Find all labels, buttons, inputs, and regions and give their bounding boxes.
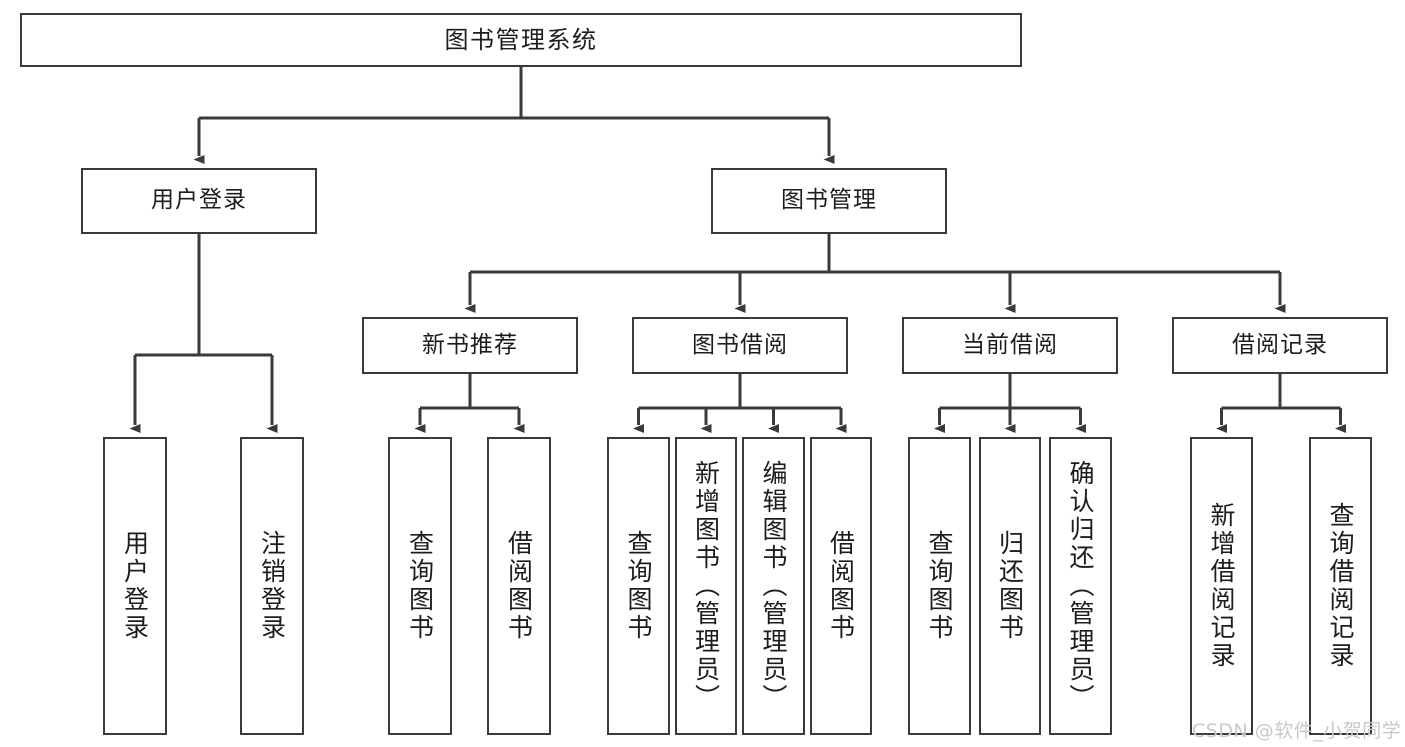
- node-leaf-8[interactable]: 查询图书: [908, 437, 971, 735]
- node-leaf-8-label: 查询图书: [925, 530, 954, 642]
- node-leaf-5-label: 新增图书（管理员）: [691, 460, 721, 712]
- node-leaf-3-label: 借阅图书: [504, 530, 534, 642]
- node-leaf-3[interactable]: 借阅图书: [487, 437, 551, 735]
- node-leaf-7[interactable]: 借阅图书: [810, 437, 872, 735]
- node-leaf-4[interactable]: 查询图书: [607, 437, 670, 735]
- node-level1-0-label: 用户登录: [151, 187, 247, 214]
- node-level2-2[interactable]: 当前借阅: [902, 317, 1118, 374]
- node-level2-1[interactable]: 图书借阅: [632, 317, 848, 374]
- node-leaf-5[interactable]: 新增图书（管理员）: [675, 437, 737, 735]
- node-leaf-9[interactable]: 归还图书: [979, 437, 1041, 735]
- node-leaf-10-label: 确认归还（管理员）: [1066, 460, 1095, 712]
- node-leaf-0-label: 用户登录: [120, 530, 150, 642]
- node-level1-1[interactable]: 图书管理: [711, 168, 947, 234]
- node-leaf-12[interactable]: 查询借阅记录: [1309, 437, 1372, 735]
- node-level1-0[interactable]: 用户登录: [81, 168, 317, 234]
- node-leaf-7-label: 借阅图书: [826, 530, 856, 642]
- node-leaf-1[interactable]: 注销登录: [240, 437, 304, 735]
- node-leaf-1-label: 注销登录: [257, 530, 287, 642]
- node-leaf-2[interactable]: 查询图书: [388, 437, 452, 735]
- node-leaf-9-label: 归还图书: [995, 530, 1025, 642]
- csdn-watermark: CSDN @软件_小贺同学: [1192, 720, 1402, 742]
- node-leaf-2-label: 查询图书: [405, 530, 435, 642]
- node-leaf-12-label: 查询借阅记录: [1326, 502, 1355, 670]
- node-level1-1-label: 图书管理: [781, 187, 877, 214]
- node-level2-3[interactable]: 借阅记录: [1172, 317, 1388, 374]
- node-level2-3-label: 借阅记录: [1232, 331, 1328, 358]
- node-leaf-0[interactable]: 用户登录: [103, 437, 167, 735]
- node-level2-1-label: 图书借阅: [692, 331, 788, 358]
- node-leaf-11-label: 新增借阅记录: [1207, 502, 1236, 670]
- node-level2-0[interactable]: 新书推荐: [362, 317, 578, 374]
- node-leaf-6[interactable]: 编辑图书（管理员）: [742, 437, 805, 735]
- node-root-system-label: 图书管理系统: [444, 25, 598, 54]
- node-root-system[interactable]: 图书管理系统: [20, 13, 1022, 67]
- node-leaf-11[interactable]: 新增借阅记录: [1190, 437, 1253, 735]
- node-leaf-4-label: 查询图书: [624, 530, 653, 642]
- node-level2-2-label: 当前借阅: [962, 331, 1058, 358]
- node-leaf-6-label: 编辑图书（管理员）: [759, 460, 788, 712]
- node-level2-0-label: 新书推荐: [422, 331, 518, 358]
- node-leaf-10[interactable]: 确认归还（管理员）: [1049, 437, 1112, 735]
